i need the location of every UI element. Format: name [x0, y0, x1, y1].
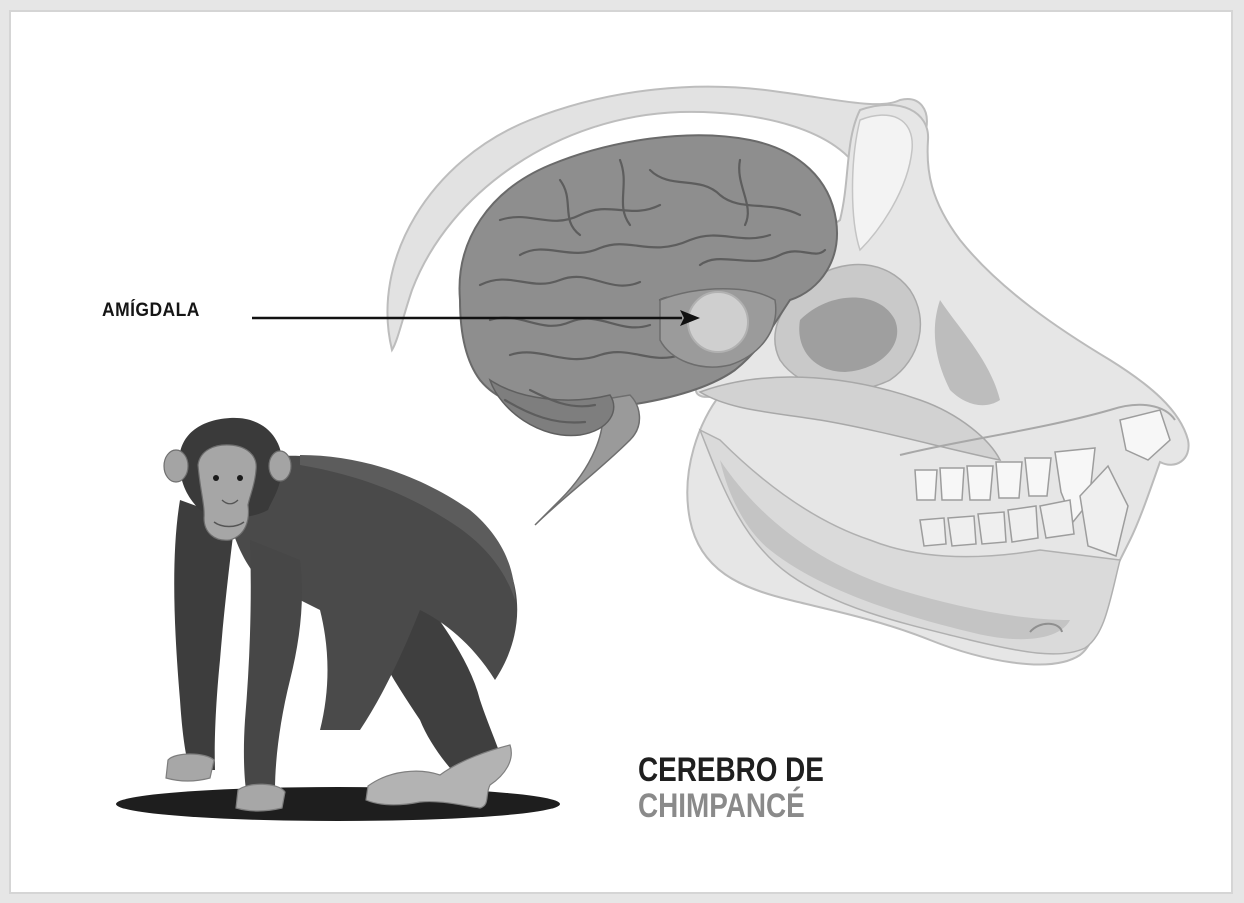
- chimpanzee: [116, 418, 560, 821]
- chimp-hand-left: [166, 754, 214, 781]
- amygdala-region: [688, 292, 748, 352]
- title-line-1: CEREBRO DE: [638, 752, 824, 788]
- chimp-ear-left: [164, 450, 188, 482]
- chimp-eye-left: [213, 475, 219, 481]
- chimp-eye-right: [237, 475, 243, 481]
- chimp-hand-right: [236, 784, 285, 811]
- amygdala-label: AMÍGDALA: [102, 300, 200, 322]
- chimp-ear-right: [269, 451, 291, 481]
- ground-shadow: [116, 787, 560, 821]
- diagram-title: CEREBRO DE CHIMPANCÉ: [638, 752, 824, 824]
- chimp-front-arm-right: [244, 540, 302, 790]
- title-line-2: CHIMPANCÉ: [638, 788, 824, 824]
